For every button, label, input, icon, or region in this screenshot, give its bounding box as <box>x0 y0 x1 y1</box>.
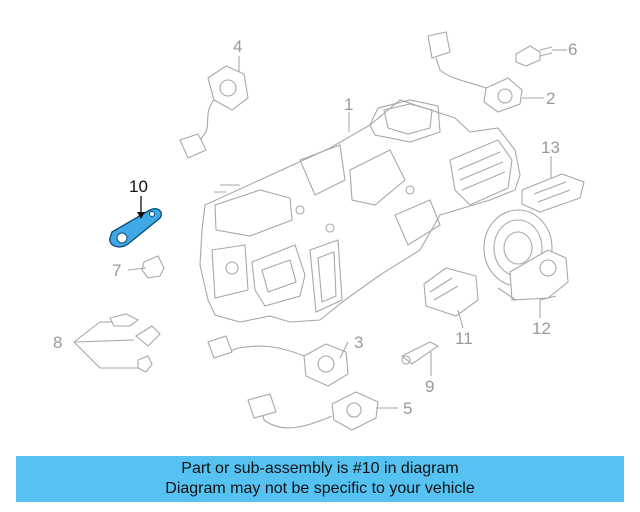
part-8-clips <box>109 313 161 373</box>
banner-line-2: Diagram may not be specific to your vehi… <box>165 480 475 497</box>
callout-13: 13 <box>541 138 560 157</box>
callout-8: 8 <box>53 333 62 352</box>
callout-12: 12 <box>532 319 551 338</box>
callout-6: 6 <box>568 40 577 59</box>
callout-3: 3 <box>354 333 363 352</box>
part-3-actuator <box>207 335 349 387</box>
part-10-highlighted-link[interactable] <box>109 208 162 248</box>
callout-1: 1 <box>344 95 353 114</box>
banner-line-1: Part or sub-assembly is #10 in diagram <box>181 460 459 477</box>
callout-10: 10 <box>129 177 148 196</box>
part-11-module <box>423 267 479 317</box>
callout-7: 7 <box>112 261 121 280</box>
callout-2: 2 <box>546 89 555 108</box>
part-12-blower-motor <box>483 209 569 301</box>
part-6-sensor <box>515 45 553 67</box>
part-10-hole-large <box>116 232 128 244</box>
callout-5: 5 <box>403 399 412 418</box>
part-5-actuator <box>247 391 379 431</box>
part-7-clip <box>141 255 165 279</box>
callout-numbers: 1 2 3 4 5 6 7 8 9 10 11 12 13 <box>53 37 577 418</box>
part-9-link <box>400 341 440 365</box>
parts-diagram: 1 2 3 4 5 6 7 8 9 10 11 12 13 <box>53 31 585 431</box>
info-banner: Part or sub-assembly is #10 in diagram D… <box>16 456 624 502</box>
part-10-hole-small <box>149 211 155 217</box>
callout-11: 11 <box>455 329 473 348</box>
part-4-actuator <box>179 65 249 159</box>
part-2-actuator <box>427 31 523 113</box>
part-13-resistor <box>521 173 585 213</box>
callout-4: 4 <box>233 37 242 56</box>
callout-9: 9 <box>425 377 434 396</box>
leader-arrow-10 <box>137 212 145 219</box>
part-1-hvac-housing <box>199 99 521 323</box>
leader-lines <box>73 49 567 409</box>
